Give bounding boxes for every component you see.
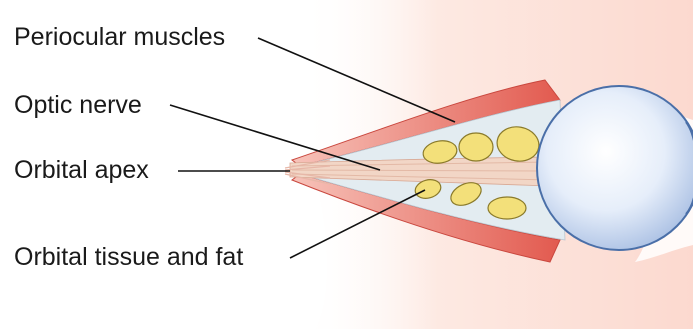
fat-lobule [488,197,526,219]
label-orbital-apex: Orbital apex [14,158,149,183]
eyeball [537,86,693,250]
label-periocular-muscles: Periocular muscles [14,25,225,50]
fat-lobule [459,133,493,161]
label-optic-nerve: Optic nerve [14,93,142,118]
label-orbital-tissue-and-fat: Orbital tissue and fat [14,245,243,270]
